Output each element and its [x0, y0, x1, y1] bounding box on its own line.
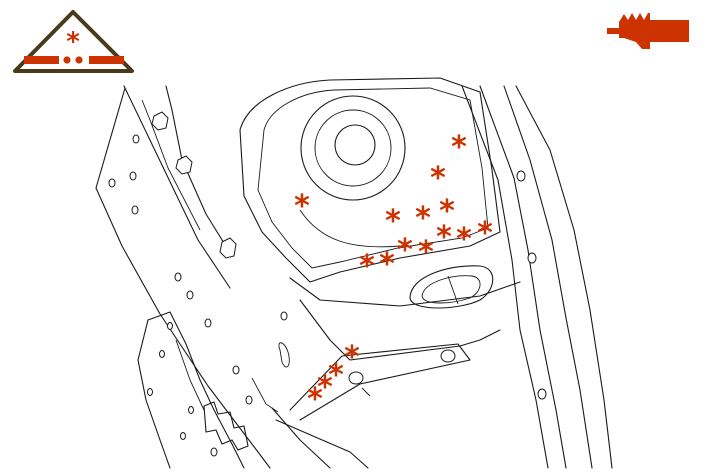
badge-weld-marker: *	[66, 27, 80, 57]
left-side-panel	[95, 85, 271, 469]
hex-nut-icon	[151, 111, 237, 259]
weld-spot-marker: *	[385, 204, 401, 239]
weld-spot-marker: *	[418, 235, 434, 270]
weld-spot-marker: *	[451, 130, 467, 165]
weld-spot-marker: *	[328, 358, 344, 393]
oval-access-hole	[409, 265, 494, 309]
weld-spot-marker: *	[344, 340, 360, 375]
weld-spot-marker: *	[397, 233, 413, 268]
weld-spot-marker: *	[294, 189, 310, 224]
weld-spot-marker: *	[436, 220, 452, 255]
strut-tower-panel	[239, 77, 521, 307]
weld-spot-marker: *	[415, 201, 431, 236]
weld-spots: * * * * * * * * * * * * * * * * *	[294, 130, 493, 417]
weld-spot-marker: *	[477, 216, 493, 251]
weld-spot-marker: *	[439, 194, 455, 229]
spot-weld-triangle-icon: *	[13, 10, 134, 73]
weld-spot-marker: *	[430, 161, 446, 196]
spot-weld-cutter-icon	[607, 13, 689, 49]
weld-spot-marker: *	[359, 249, 375, 284]
lower-bracket	[251, 299, 501, 469]
weld-spot-marker: *	[307, 382, 323, 417]
weld-spot-marker: *	[456, 222, 472, 257]
weld-spot-marker: *	[379, 247, 395, 282]
right-frame-rail	[461, 85, 613, 469]
weld-spot-marker: *	[317, 370, 333, 405]
lower-left-bracket	[137, 311, 249, 469]
